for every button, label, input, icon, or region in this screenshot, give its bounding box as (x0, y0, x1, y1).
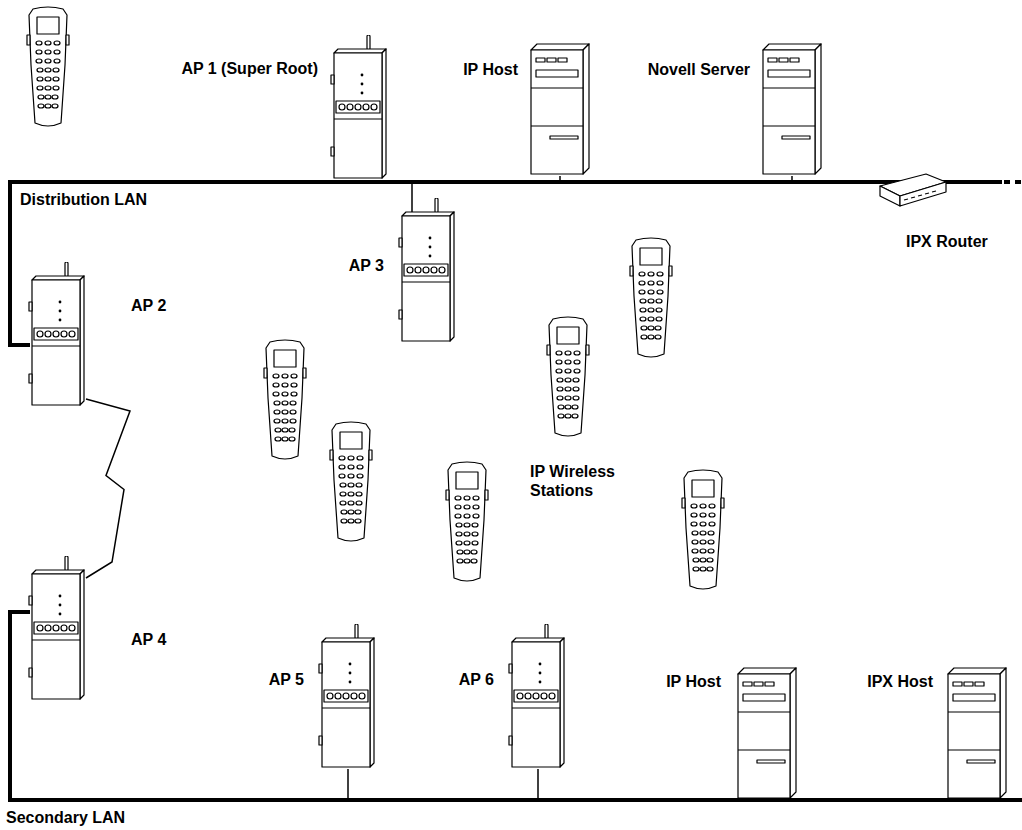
network-label: IP Wireless Stations (530, 462, 640, 500)
device-label: AP 2 (131, 296, 166, 315)
network-label: Distribution LAN (20, 190, 147, 209)
access-point: AP 6 (508, 624, 566, 769)
drop-line (791, 176, 793, 182)
server: IP Host (528, 40, 592, 176)
access-point-icon (398, 198, 456, 343)
device-label: IP Host (666, 672, 721, 691)
access-point-icon (318, 624, 376, 769)
access-point: AP 2 (28, 262, 86, 407)
server-icon (945, 664, 1009, 800)
device-label: IPX Host (867, 672, 933, 691)
access-point: AP 1 (Super Root) (330, 35, 388, 180)
drop-line (559, 176, 561, 182)
server: IPX Host (945, 664, 1009, 800)
device-label: AP 1 (Super Root) (181, 59, 318, 78)
access-point-icon (28, 262, 86, 407)
device-label: AP 4 (131, 630, 166, 649)
handheld-terminal (446, 462, 488, 581)
distribution-lan-line (10, 180, 1000, 184)
wireless-link (86, 399, 130, 578)
server-icon (735, 664, 799, 800)
server: Novell Server (760, 40, 824, 176)
handheld-terminal (682, 470, 724, 589)
handheld-terminal (547, 317, 589, 436)
server: IP Host (735, 664, 799, 800)
secondary-lan-line (10, 612, 1022, 800)
access-point: AP 3 (398, 198, 456, 343)
drop-line (537, 769, 539, 800)
device-label: AP 3 (349, 256, 384, 275)
device-label: IP Host (463, 60, 518, 79)
network-label: Secondary LAN (6, 808, 125, 827)
router-icon (878, 168, 948, 212)
access-point-icon (508, 624, 566, 769)
handheld-terminal (330, 422, 372, 541)
device-label: IPX Router (906, 232, 988, 251)
router: IPX Router (878, 168, 948, 212)
access-point: AP 4 (28, 556, 86, 701)
drop-line (357, 180, 359, 182)
access-point-icon (330, 35, 388, 180)
access-point-icon (28, 556, 86, 701)
handheld-terminal (27, 7, 69, 126)
drop-line (347, 769, 349, 800)
device-label: AP 6 (459, 670, 494, 689)
server-icon (760, 40, 824, 176)
server-icon (528, 40, 592, 176)
handheld-terminal (630, 238, 672, 357)
handheld-terminal (264, 340, 306, 459)
device-label: AP 5 (269, 670, 304, 689)
drop-line (411, 182, 413, 216)
access-point: AP 5 (318, 624, 376, 769)
device-label: Novell Server (648, 60, 750, 79)
distribution-lan-dashed (1004, 180, 1022, 184)
